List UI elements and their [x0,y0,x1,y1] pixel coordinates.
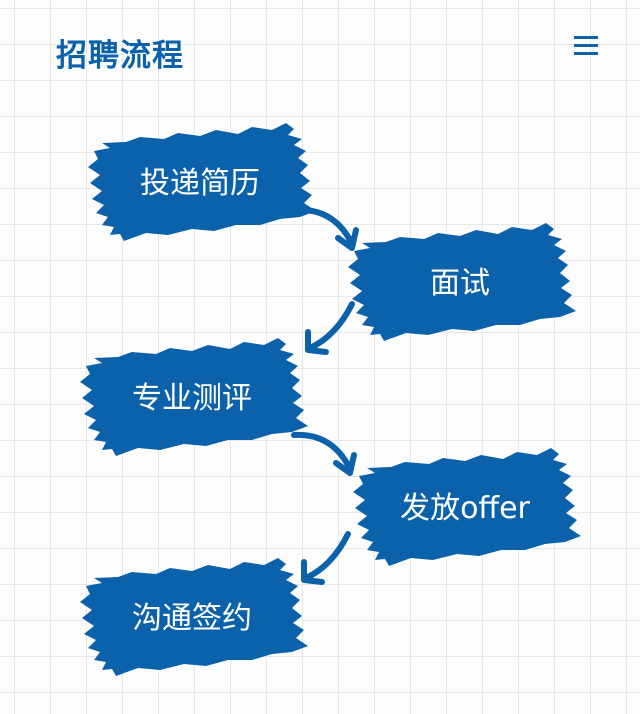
brush-stroke-shape [88,123,316,241]
step-label: 投递简历 [140,166,260,201]
arrow-down-right-icon [291,431,357,476]
brush-stroke-shape [353,448,581,566]
brush-stroke-shape [348,223,576,341]
menu-button[interactable] [568,32,604,60]
page-title: 招聘流程 [56,38,184,74]
header: 招聘流程 [0,0,640,100]
step-resume-submission: 投递简历 [80,115,320,245]
brush-stroke-shape [80,338,308,456]
arrow-down-right-icon [293,206,359,251]
brush-stroke-shape [80,558,308,676]
step-contract-signing: 沟通签约 [72,550,312,680]
arrow-down-left-icon [301,531,351,585]
step-label: 沟通签约 [132,601,252,636]
step-label: 专业测评 [132,381,252,416]
hamburger-menu-icon [574,36,598,55]
step-label: 发放offer [400,491,530,526]
step-professional-assessment: 专业测评 [72,330,312,460]
step-interview: 面试 [340,215,580,345]
step-label: 面试 [430,266,490,301]
arrow-down-left-icon [305,301,355,355]
step-offer-issuance: 发放offer [345,440,585,570]
